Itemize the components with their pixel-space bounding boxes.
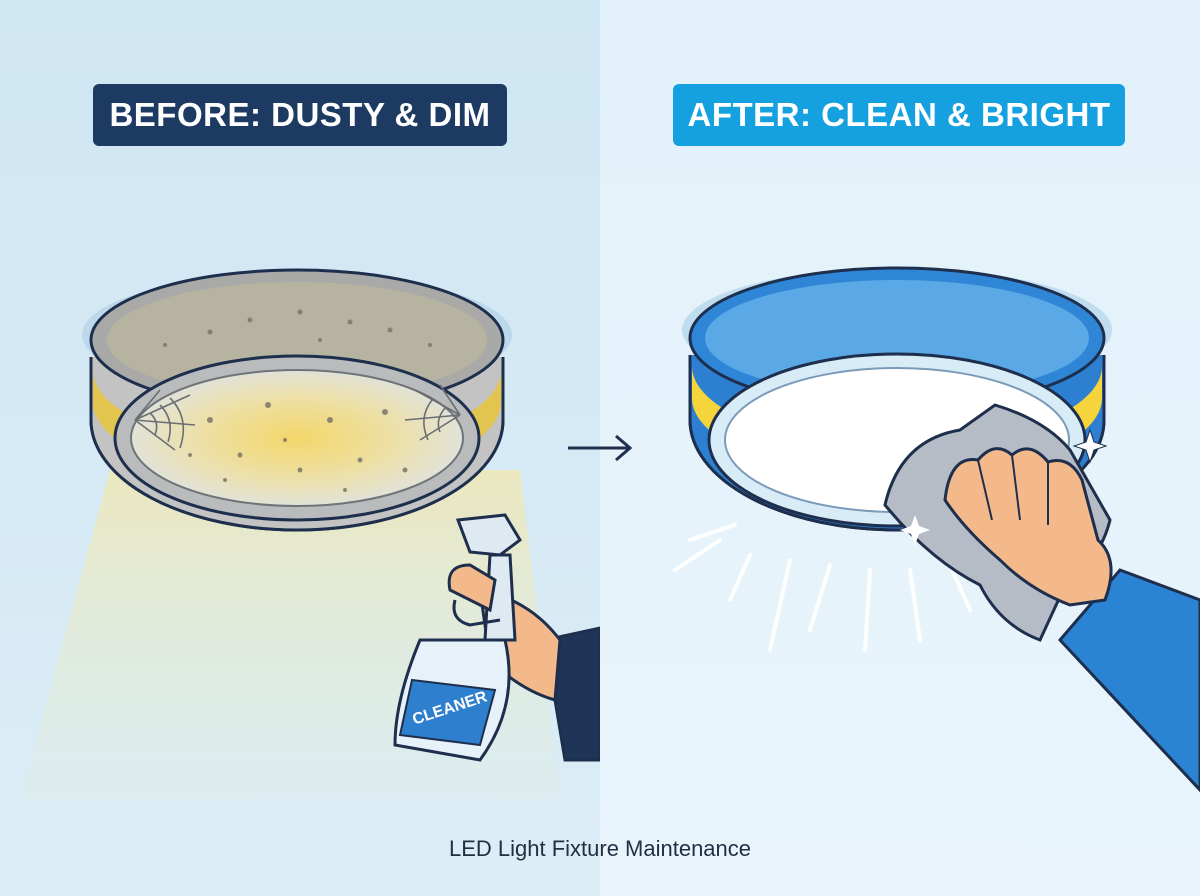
before-label: BEFORE: DUSTY & DIM <box>93 84 507 146</box>
caption: LED Light Fixture Maintenance <box>448 836 752 861</box>
after-label: AFTER: CLEAN & BRIGHT <box>673 84 1125 146</box>
arrow-right-icon <box>568 434 633 462</box>
after-panel: AFTER: CLEAN & BRIGHT <box>600 0 1200 896</box>
before-panel: CLEANER BEFORE: DUSTY & DIM <box>0 0 600 896</box>
dusty-fixture-illustration <box>20 268 560 800</box>
spray-bottle-hand-illustration <box>393 513 600 762</box>
cloth-hand-illustration <box>883 403 1200 793</box>
